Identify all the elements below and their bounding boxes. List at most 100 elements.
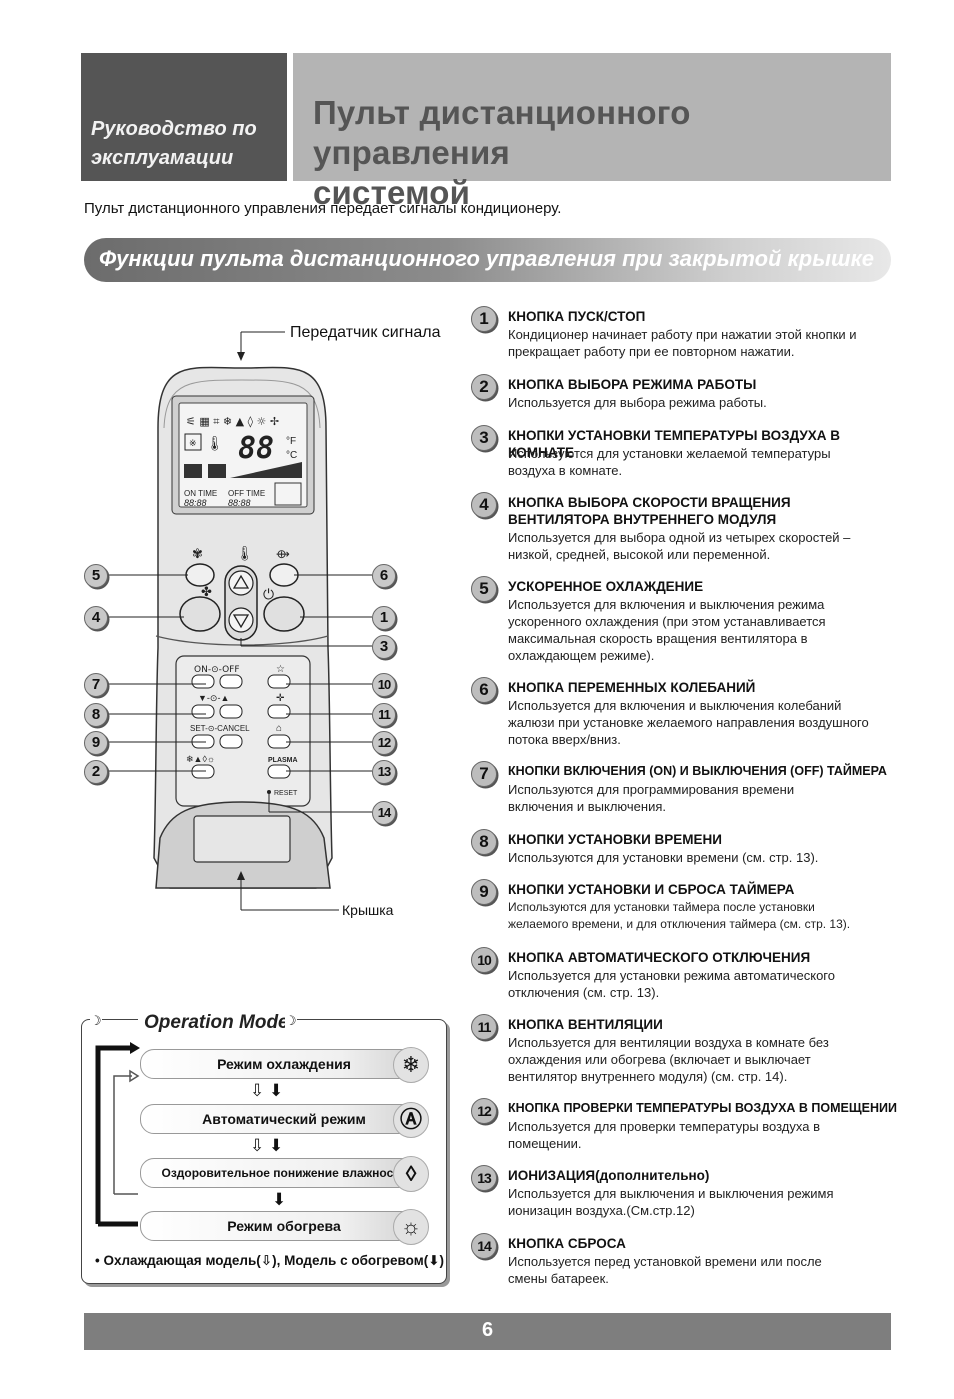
item-number-badge: 5 — [471, 576, 497, 602]
mode-auto-label: Автоматический режим — [202, 1111, 366, 1127]
item-description: Используется для включения и выключения … — [508, 697, 918, 748]
header-section-label: Руководсmво по эксплуамации — [81, 53, 287, 181]
callout-13: 13 — [372, 760, 396, 784]
callout-2: 2 — [84, 760, 108, 784]
item-desc-line: Используется для выключения и выключения… — [508, 1186, 834, 1201]
item-number-badge: 6 — [471, 677, 497, 703]
item-title: КНОПКИ УСТАНОВКИ И СБРОСА ТАЙМЕРА — [508, 882, 795, 897]
item-title: КНОПКА СБРОСА — [508, 1236, 626, 1251]
svg-text:⚟ ▦ ⌗ ❄ ▲ ◊ ☼ ✢: ⚟ ▦ ⌗ ❄ ▲ ◊ ☼ ✢ — [186, 415, 279, 428]
item-desc-line: помещении. — [508, 1136, 582, 1151]
item-number-badge: 12 — [471, 1098, 497, 1124]
section-label: Руководсmво по эксплуамации — [91, 115, 257, 173]
item-number-badge: 11 — [471, 1014, 497, 1040]
item-desc-line: смены батареек. — [508, 1271, 609, 1286]
item-desc-line: жалюзи при установке желаемого направлен… — [508, 715, 869, 730]
item-title: КНОПКИ УСТАНОВКИ ТЕМПЕРАТУРЫ ВОЗДУХА В К… — [508, 428, 841, 460]
item-description: Используются для установки времени (см. … — [508, 849, 898, 866]
item-description: Кондиционер начинает работу при нажатии … — [508, 326, 898, 360]
item-desc-line: Используются для программирования времен… — [508, 782, 795, 797]
down-arrows-icon: ⇩ ⬇ — [250, 1136, 284, 1155]
item-desc-line: Используются для установки времени (см. … — [508, 850, 819, 865]
item-description: Используется для выключения и выключения… — [508, 1185, 898, 1219]
item-desc-line: охлаждающем режиме). — [508, 648, 655, 663]
item-number-badge: 2 — [471, 374, 497, 400]
moon-icon: ☽ — [90, 1013, 102, 1029]
svg-text:88:88: 88:88 — [228, 498, 251, 508]
down-arrow-icon: ⬇ — [272, 1190, 287, 1209]
svg-text:▼-⊙-▲: ▼-⊙-▲ — [198, 693, 229, 703]
item-title: КНОПКА ВЫБОРА РЕЖИМА РАБОТЫ — [508, 377, 757, 392]
mode-cycle-arrows — [95, 1042, 140, 1227]
svg-text:✛: ✛ — [276, 693, 285, 704]
mode-auto: Автоматический режим Ⓐ — [140, 1102, 429, 1138]
callout-5: 5 — [84, 564, 108, 588]
item-description: Используются для установки желаемой темп… — [508, 445, 898, 479]
item-desc-line: Используется для включения и выключения … — [508, 698, 842, 713]
item-description: Используется для включения и выключения … — [508, 596, 898, 664]
svg-text:☆: ☆ — [276, 664, 285, 675]
item-desc-line: Используется перед установкой времени ил… — [508, 1254, 822, 1269]
svg-text:RESET: RESET — [274, 790, 298, 797]
callout-1: 1 — [372, 606, 396, 630]
item-title: КНОПКА АВТОМАТИЧЕСКОГО ОТКЛЮЧЕНИЯ — [508, 950, 811, 965]
item-desc-line: воздуха в комнате. — [508, 463, 623, 478]
page-footer: 6 — [84, 1313, 891, 1350]
callout-12: 12 — [372, 731, 396, 755]
item-number-badge: 7 — [471, 761, 497, 787]
item-desc-line: Используется для проверки температуры во… — [508, 1119, 820, 1134]
item-desc-line: максимальная скорость вращения вентилято… — [508, 631, 808, 646]
item-number-badge: 13 — [471, 1165, 497, 1191]
item-title: КНОПКА ПУСК/СТОП — [508, 309, 646, 324]
page-number: 6 — [481, 1319, 494, 1341]
callout-9: 9 — [84, 731, 108, 755]
item-desc-line: Используется для вентиляции воздуха в ко… — [508, 1035, 829, 1050]
item-description: Используется для вентиляции воздуха в ко… — [508, 1034, 898, 1085]
item-title: КНОПКА ВЕНТИЛЯЦИИ — [508, 1017, 663, 1032]
item-title: ИОНИЗАЦИЯ(дополнительно) — [508, 1168, 710, 1183]
item-desc-line: отключения (см. стр. 13). — [508, 985, 660, 1000]
callout-6: 6 — [372, 564, 396, 588]
mode-cooling-label: Режим охлаждения — [217, 1056, 351, 1072]
down-arrows-icon: ⇩ ⬇ — [250, 1081, 284, 1100]
svg-text:✾: ✾ — [192, 546, 203, 561]
callout-8: 8 — [84, 703, 108, 727]
item-desc-line: охлаждения или обогрева (включает и выкл… — [508, 1052, 811, 1067]
item-title: КНОПКИ УСТАНОВКИ ВРЕМЕНИ — [508, 832, 722, 847]
item-title: УСКОРЕННОЕ ОХЛАЖДЕНИЕ — [508, 579, 704, 594]
mode-heating: Режим обогрева ☼ — [140, 1209, 429, 1245]
item-desc-line: прекращает работу при ее повторном нажат… — [508, 344, 795, 359]
svg-text:⌂: ⌂ — [276, 723, 282, 734]
svg-text:※: ※ — [189, 438, 197, 448]
sun-icon: ☼ — [393, 1209, 429, 1245]
section-label-line2: эксплуамации — [91, 147, 234, 169]
item-description: Используются для установки таймера после… — [508, 899, 908, 933]
auto-mode-icon: Ⓐ — [393, 1102, 429, 1138]
item-desc-line: вентилятор внутреннего модуля) (см. стр.… — [508, 1069, 788, 1084]
svg-text:🌡: 🌡 — [206, 436, 224, 452]
svg-text:OFF TIME: OFF TIME — [228, 489, 265, 498]
item-description: Используется для выбора режима работы. — [508, 394, 898, 411]
item-desc-line: Используются для установки желаемой темп… — [508, 446, 831, 461]
moon-icon: ☽ — [285, 1013, 297, 1029]
item-title: КНОПКИ ВКЛЮЧЕНИЯ (ON) И ВЫКЛЮЧЕНИЯ (OFF)… — [508, 764, 887, 778]
snowflake-icon: ❄ — [393, 1047, 429, 1083]
callout-10: 10 — [372, 673, 396, 697]
svg-text:🌡: 🌡 — [236, 545, 254, 561]
svg-text:⟴: ⟴ — [276, 547, 290, 561]
item-number-badge: 14 — [471, 1233, 497, 1259]
item-description: Используется для выбора одной из четырех… — [508, 529, 898, 563]
mode-cooling: Режим охлаждения ❄ — [140, 1047, 429, 1083]
item-description: Используется перед установкой времени ил… — [508, 1253, 898, 1287]
page-title-line2: системой — [313, 174, 471, 211]
item-number-badge: 10 — [471, 947, 497, 973]
operation-mode-box: ☽ Operation Mode ☽ Режим охлаждения ❄ ⇩ … — [81, 1012, 447, 1284]
item-title: КНОПКА ПРОВЕРКИ ТЕМПЕРАТУРЫ ВОЗДУХА В ПО… — [508, 1101, 897, 1115]
item-desc-line: потока вверх/вниз. — [508, 732, 621, 747]
item-title-line: КНОПКА ВЫБОРА СКОРОСТИ ВРАЩЕНИЯ — [508, 495, 791, 510]
page-title: Пульт дистанционного управления системой — [313, 93, 893, 213]
item-desc-line: Используется для выбора режима работы. — [508, 395, 767, 410]
svg-text:°C: °C — [286, 450, 297, 461]
item-desc-line: низкой, средней, высокой или переменной. — [508, 547, 771, 562]
item-title: КНОПКА ВЫБОРА СКОРОСТИ ВРАЩЕНИЯ ВЕНТИЛЯТ… — [508, 494, 908, 528]
